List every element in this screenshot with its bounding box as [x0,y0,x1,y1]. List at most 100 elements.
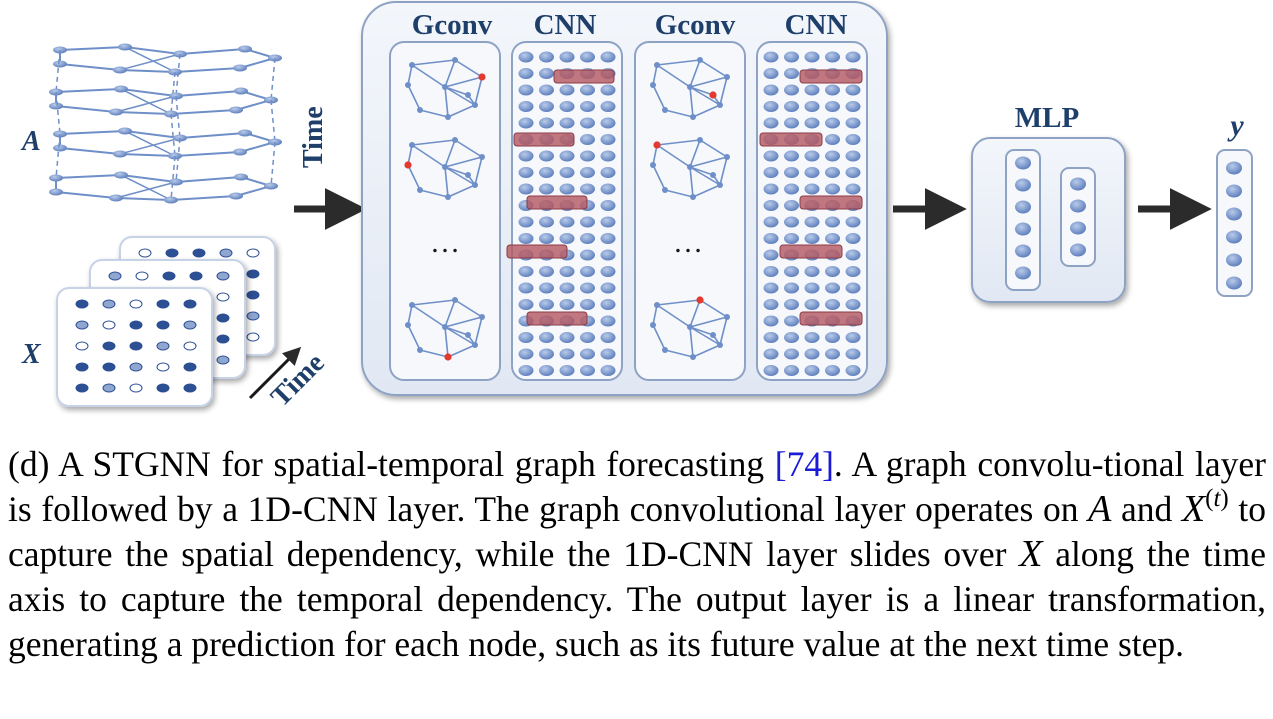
cnn-filter-window [526,195,588,210]
feature-value-dot [192,248,206,258]
cnn-node [559,51,575,63]
input-x-label: X [21,339,42,370]
cnn-node [559,150,575,162]
time-link [175,95,181,139]
time-link [170,113,176,157]
graph-node [114,85,128,93]
graph-node [409,62,415,68]
graph-edge [689,156,728,168]
graph-edge [447,184,476,198]
feature-value-dot [183,341,197,351]
feature-value-dot [165,248,179,258]
math-a: A [1088,488,1112,530]
feature-value-dot [183,362,197,372]
cnn-filter-window [799,69,863,84]
graph-edge [59,130,126,135]
feature-value-dot [108,271,122,281]
cnn-node [559,266,575,277]
cnn-node [559,183,575,195]
graph-node [109,108,123,116]
graph-edge [174,67,241,73]
input-graph-stack [49,43,282,204]
caption-part-3: and [1111,489,1182,529]
cnn-node [804,266,820,277]
graph-node [724,314,730,320]
feature-value-dot [102,341,116,351]
cnn-node [763,183,779,195]
output-nodes [1226,161,1242,290]
gconv-column-1 [389,41,501,381]
cnn-node [518,51,534,63]
graph-edge [407,164,421,191]
mlp-node [1070,243,1086,257]
graph-edge [699,59,728,78]
graph-node [690,194,696,200]
cnn-node [763,200,779,211]
mlp-panel [971,137,1126,303]
graph-node [472,182,478,188]
graph-edge [59,46,126,51]
cnn-node [804,216,820,228]
cnn-node [763,365,779,376]
cnn-node [559,167,575,178]
citation-link[interactable]: [74] [774,444,834,484]
graph-node [118,127,132,135]
graph-edge [444,139,456,168]
cnn-node [825,84,840,96]
column-title-gconv-2: Gconv [655,9,736,41]
cnn-node [600,183,616,195]
feature-value-dot [216,313,230,323]
mlp-node [1015,266,1031,280]
cnn-node [539,332,554,343]
graph-edge [689,139,701,168]
graph-node [479,154,485,160]
time-label-vertical: Time [298,106,329,168]
graph-edge [444,326,449,358]
graph-node [169,178,183,186]
caption-part-4: to capture the spatial dependency, while… [8,489,1266,574]
cnn-node [804,299,820,310]
cnn-node [763,249,779,261]
graph-edge [119,153,176,157]
graph-node [479,314,485,320]
cnn-node [845,266,861,277]
cnn-node [804,233,820,244]
cnn-node [600,134,616,145]
cnn-node [539,101,554,112]
graph-edge [175,176,242,183]
graph-edge [175,90,242,97]
graph-edge [447,104,476,118]
feature-value-dot [75,362,89,372]
graph-edge [719,156,728,186]
graph-edge [689,86,714,96]
cnn-node [539,266,554,277]
focus-node [404,161,412,169]
cnn-node [600,332,616,343]
cnn-node [845,117,861,129]
cnn-node [825,216,840,228]
cnn-node [784,183,799,195]
cnn-node [784,84,799,96]
graph-edge [179,48,246,55]
graph-edge [692,184,721,198]
graph-node [264,182,278,190]
feature-value-dot [156,320,170,330]
cnn-node [518,84,534,96]
graph-edge [444,86,476,106]
graph-edge [59,63,121,71]
cnn-node [518,282,534,294]
graph-edge [652,84,666,111]
cnn-node [784,101,799,112]
cnn-node [600,365,616,376]
cnn-node [784,216,799,228]
graph-edge [411,64,446,88]
graph-node [234,173,248,181]
cnn-node [600,150,616,162]
cnn-node [763,332,779,343]
cnn-node [600,167,616,178]
graph-edge [689,166,694,198]
caption-part-1: (d) A STGNN for spatial-temporal graph f… [8,444,775,484]
cnn-node [580,150,595,162]
graph-node [229,106,243,114]
graph-edge [689,86,694,118]
